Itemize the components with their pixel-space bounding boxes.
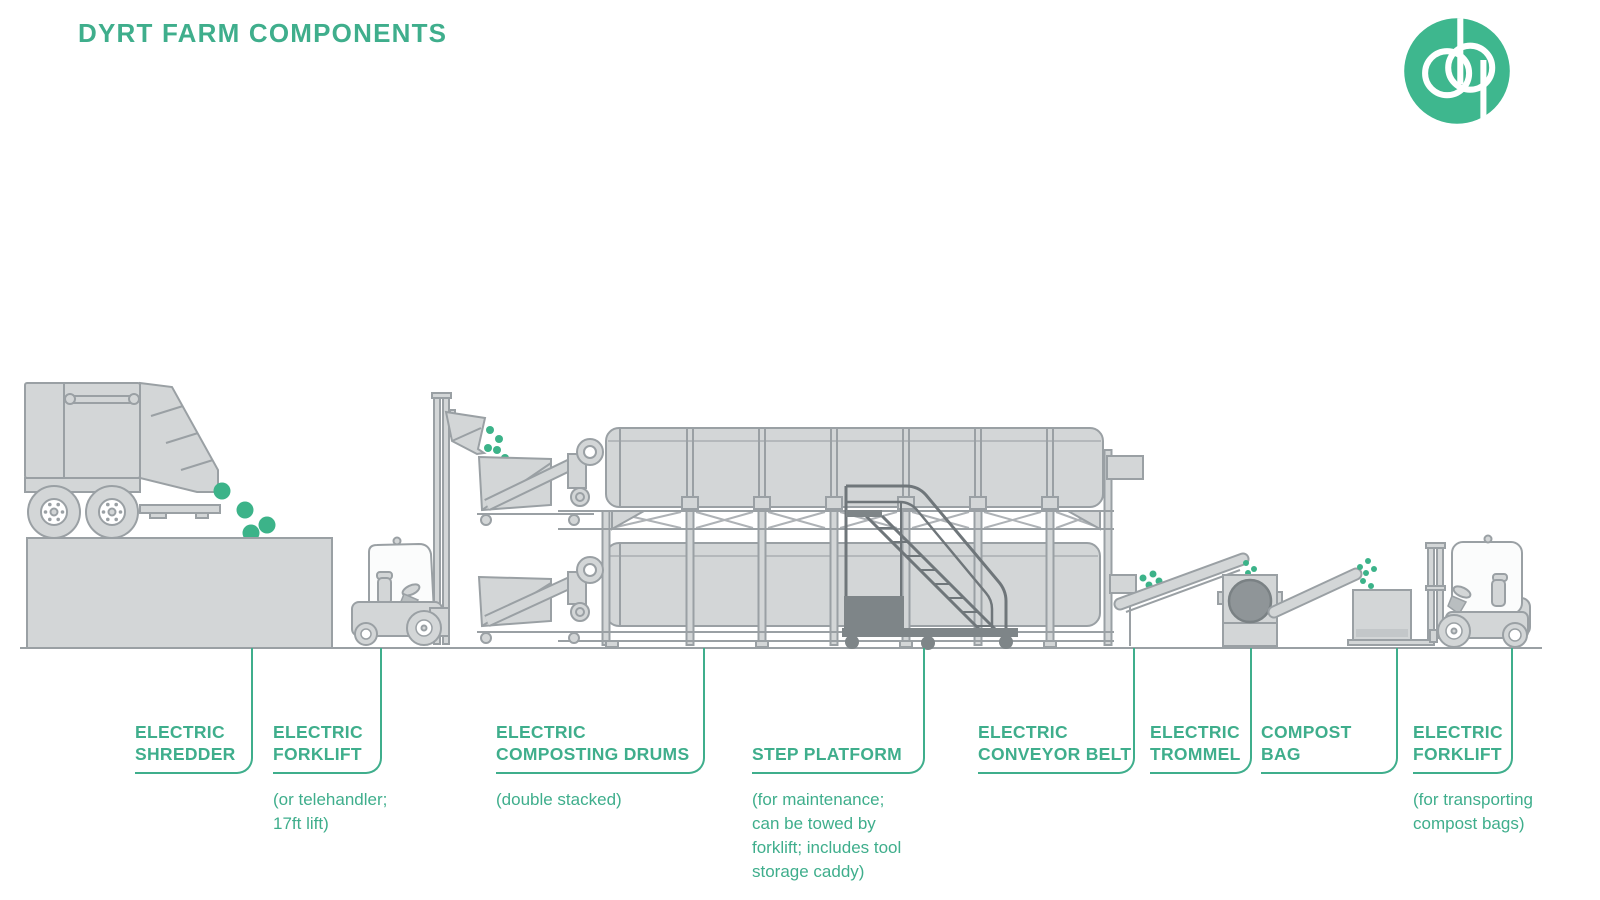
drum-upper xyxy=(605,427,1104,508)
drum-clamps xyxy=(681,496,1059,510)
electric-forklift-1 xyxy=(351,392,509,646)
discharge-upper xyxy=(1106,455,1144,480)
material-dots-truck xyxy=(213,482,276,542)
label-title: ELECTRIC SHREDDER xyxy=(135,722,236,764)
forklift-wheel xyxy=(406,610,442,646)
label-caption: (double stacked) xyxy=(496,790,622,809)
tool-caddy xyxy=(844,596,904,632)
forklift-wheel xyxy=(354,622,378,646)
label-title: ELECTRIC TROMMEL xyxy=(1150,722,1241,764)
tipping-bin xyxy=(444,410,487,456)
label-electric-composting-drums: ELECTRIC COMPOSTING DRUMS (double stacke… xyxy=(496,648,705,809)
label-title: ELECTRIC CONVEYOR BELT xyxy=(978,722,1132,764)
process-diagram xyxy=(20,381,1542,650)
electric-shredder xyxy=(26,537,333,649)
label-electric-conveyor-belt: ELECTRIC CONVEYOR BELT xyxy=(978,648,1135,774)
page-title: DYRT FARM COMPONENTS xyxy=(78,18,448,48)
feed-hopper-lower xyxy=(477,556,604,644)
truck-wheel xyxy=(85,485,139,539)
label-title: ELECTRIC FORKLIFT xyxy=(1413,722,1503,764)
logo-monogram xyxy=(1422,18,1496,124)
forklift-wheel xyxy=(1437,614,1471,648)
label-caption: (or telehandler; 17ft lift) xyxy=(273,790,388,833)
label-step-platform: STEP PLATFORM (for maintenance; can be t… xyxy=(752,648,925,881)
label-title: STEP PLATFORM xyxy=(752,744,903,764)
label-electric-forklift-1: ELECTRIC FORKLIFT (or telehandler; 17ft … xyxy=(273,648,387,833)
label-caption: (for transporting compost bags) xyxy=(1413,790,1533,833)
stair-rungs xyxy=(878,527,992,627)
label-electric-forklift-2: ELECTRIC FORKLIFT (for transporting comp… xyxy=(1413,648,1533,833)
trommel-drum xyxy=(1227,578,1273,624)
rack-posts xyxy=(601,449,1113,646)
dyrt-logo-icon xyxy=(1404,18,1510,124)
garbage-truck xyxy=(24,381,221,539)
compost-bag xyxy=(1347,589,1435,646)
label-electric-shredder: ELECTRIC SHREDDER xyxy=(135,648,253,774)
label-title: COMPOST BAG xyxy=(1261,722,1352,764)
step-platform xyxy=(842,484,1018,650)
label-title: ELECTRIC FORKLIFT xyxy=(273,722,363,764)
label-electric-trommel: ELECTRIC TROMMEL xyxy=(1150,648,1252,774)
discharge-lower xyxy=(1109,574,1137,594)
label-compost-bag: COMPOST BAG xyxy=(1261,648,1398,774)
feed-hopper-upper xyxy=(477,438,604,526)
electric-composting-drums xyxy=(477,427,1144,648)
label-caption: (for maintenance; can be towed by forkli… xyxy=(752,790,902,881)
electric-forklift-2 xyxy=(1425,534,1531,648)
label-title: ELECTRIC COMPOSTING DRUMS xyxy=(496,722,690,764)
truck-wheel xyxy=(27,485,81,539)
forklift-wheel xyxy=(1502,622,1528,648)
